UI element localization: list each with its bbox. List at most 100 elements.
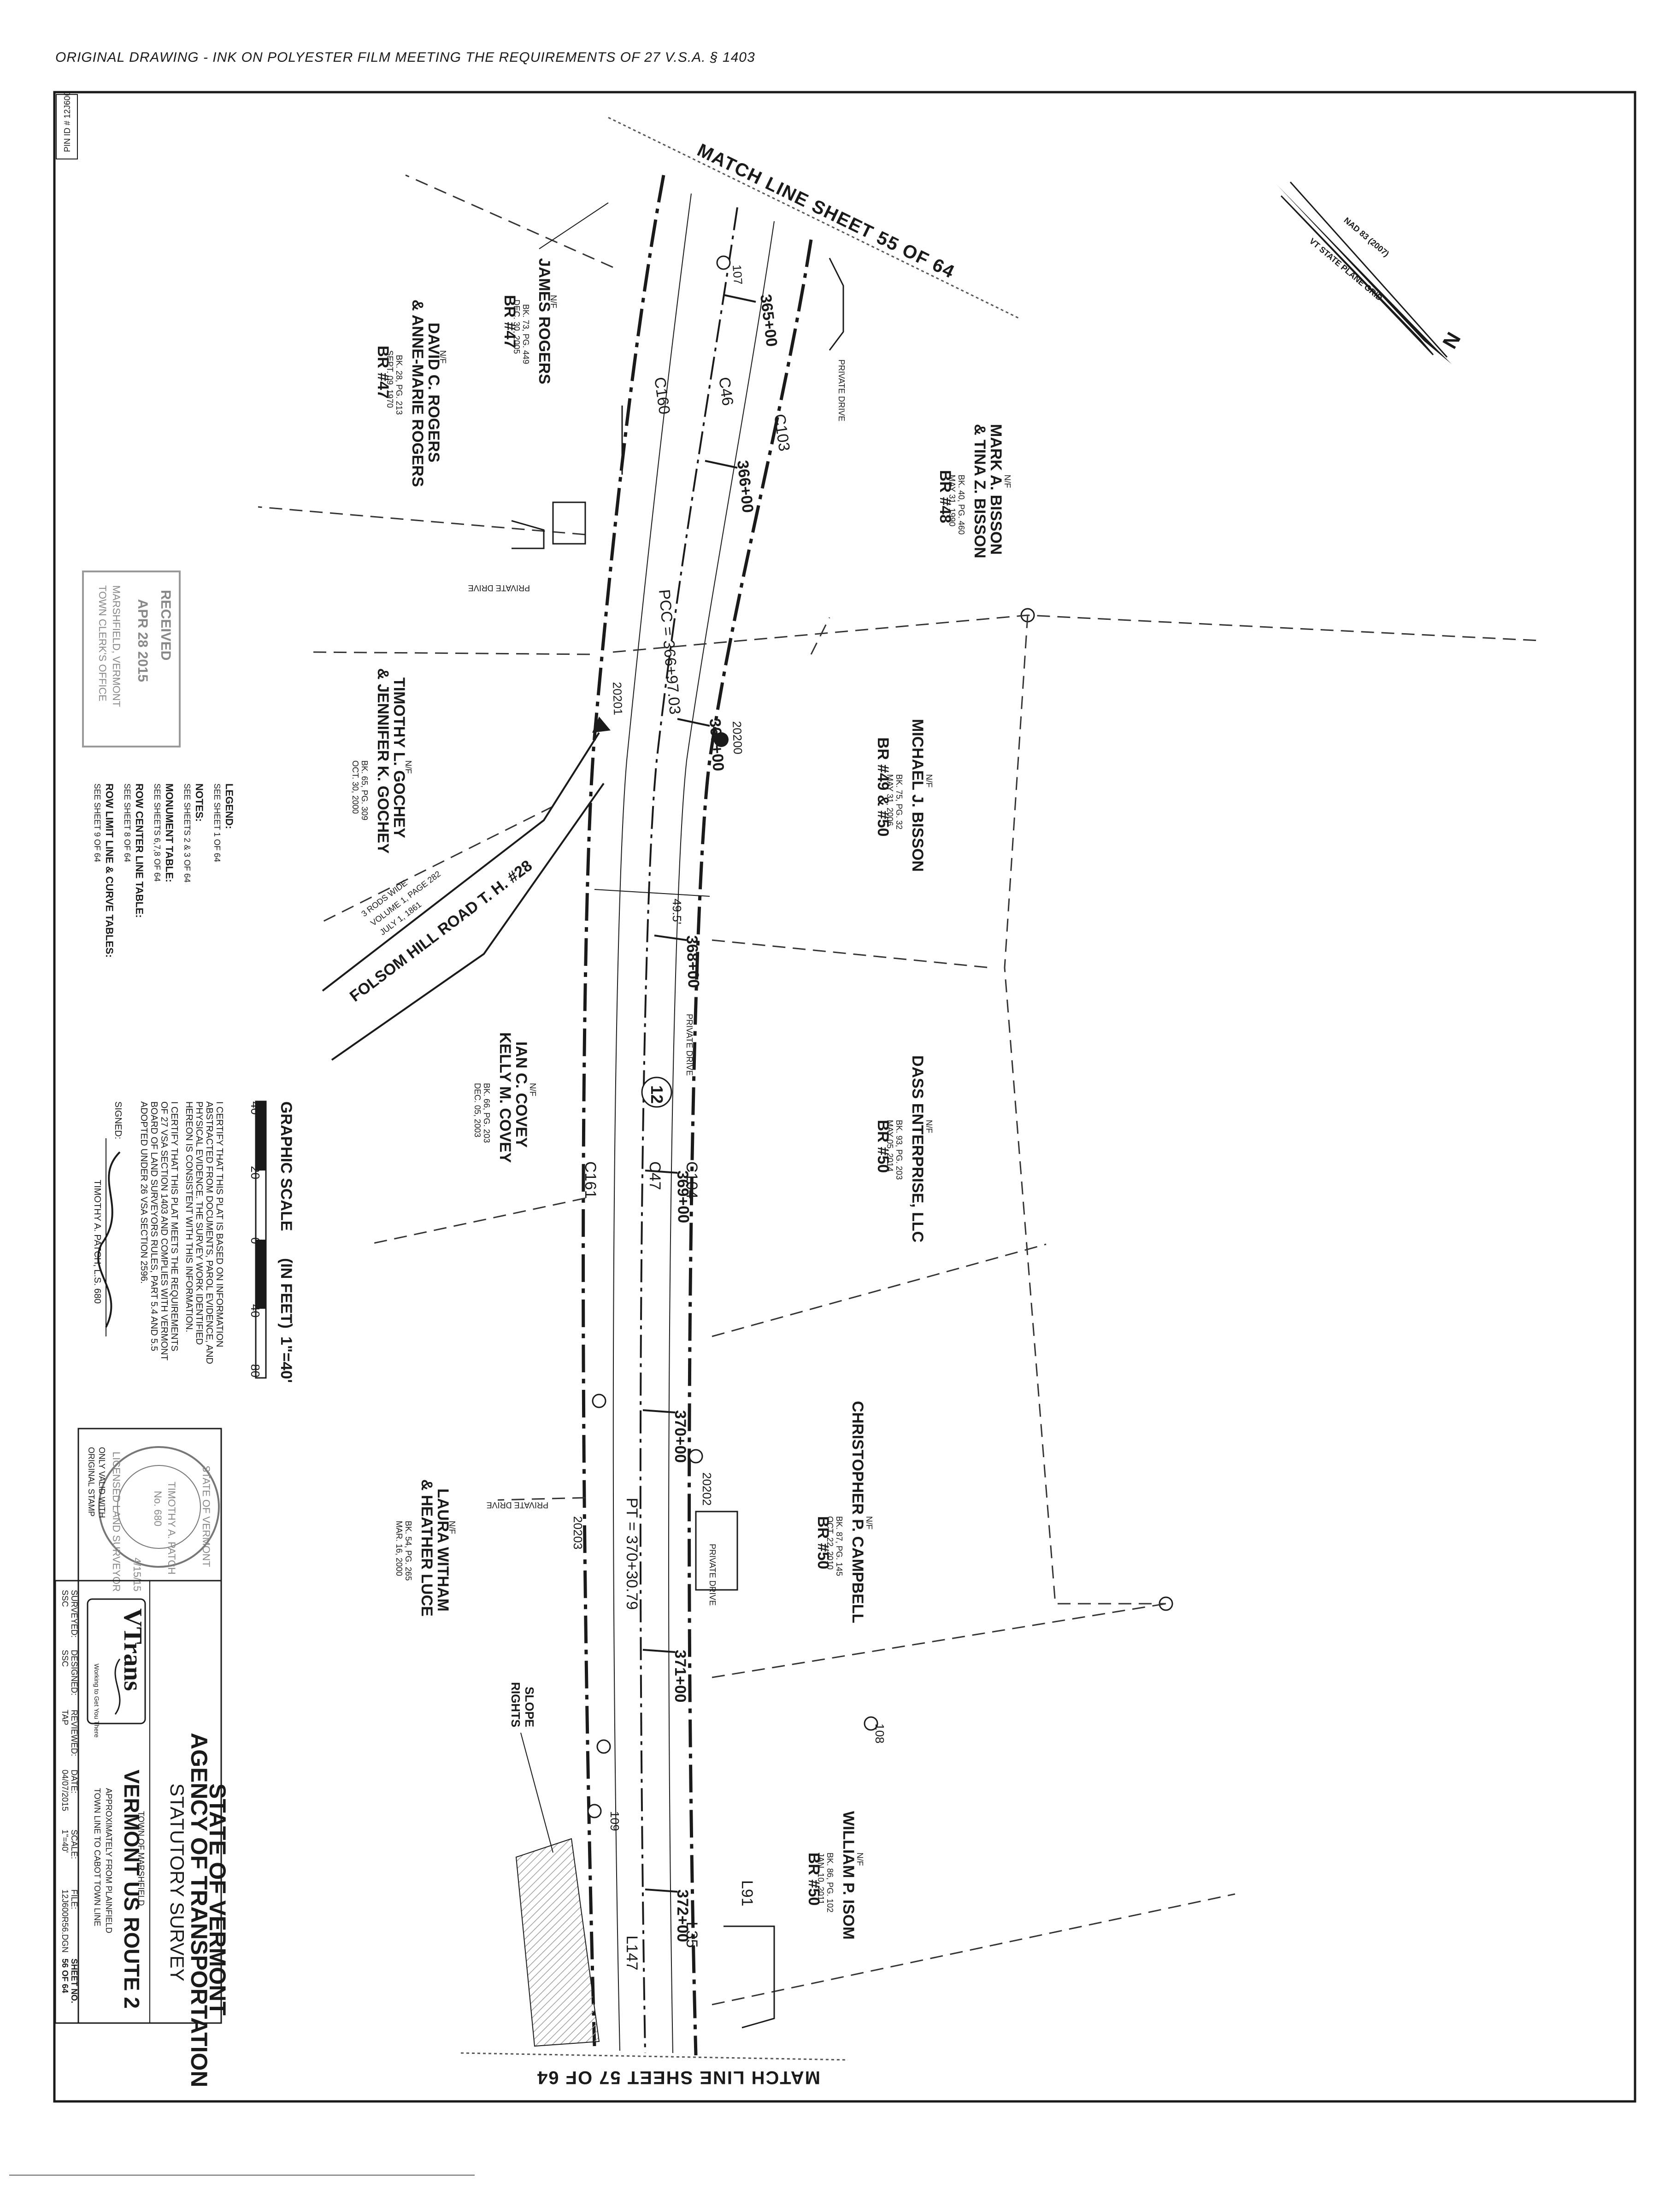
private-drive-2: PRIVATE DRIVE [837, 359, 846, 421]
svg-text:SEPT. 09, 1970: SEPT. 09, 1970 [385, 350, 394, 408]
svg-text:N/F: N/F [1003, 475, 1012, 488]
svg-text:& JENNIFER K. GOCHEY: & JENNIFER K. GOCHEY [374, 668, 392, 854]
station-368: 368+00 [683, 935, 702, 988]
svg-text:& TINA Z. BISSON: & TINA Z. BISSON [971, 424, 988, 559]
private-drive-1: PRIVATE DRIVE [468, 583, 530, 593]
svg-text:AGENCY OF TRANSPORTATION: AGENCY OF TRANSPORTATION [186, 1733, 212, 2087]
svg-text:ADOPTED UNDER 26 VSA SECTION 2: ADOPTED UNDER 26 VSA SECTION 2596. [139, 1101, 149, 1284]
svg-text:BR #47: BR #47 [374, 346, 392, 399]
svg-text:STATE OF VERMONT: STATE OF VERMONT [205, 1783, 230, 2016]
svg-text:& HEATHER LUCE: & HEATHER LUCE [418, 1479, 435, 1617]
private-drive-3: PRIVATE DRIVE [685, 1014, 694, 1076]
svg-text:0: 0 [248, 1237, 262, 1244]
svg-text:BK. 40, PG. 460: BK. 40, PG. 460 [957, 475, 966, 535]
svg-text:40: 40 [248, 1101, 262, 1115]
slope-rights-leader [520, 1732, 553, 1853]
svg-text:SCALE:: SCALE: [70, 1830, 79, 1859]
match-line-top [608, 117, 1019, 319]
svg-text:APPROXIMATELY FROM PLAINFIELD: APPROXIMATELY FROM PLAINFIELD [104, 1788, 113, 1933]
pin-box [56, 94, 78, 159]
svg-text:SURVEYED:: SURVEYED: [70, 1590, 79, 1638]
svg-text:BR #50: BR #50 [874, 1120, 892, 1173]
svg-text:IAN C. COVEY: IAN C. COVEY [512, 1041, 530, 1148]
monument-20201-triangle [592, 717, 611, 733]
svg-text:TOWN OF MARSHFIELD: TOWN OF MARSHFIELD [136, 1811, 146, 1906]
svg-text:BK. 87, PG. 145: BK. 87, PG. 145 [835, 1516, 844, 1576]
svg-text:TOWN LINE TO CABOT TOWN LINE: TOWN LINE TO CABOT TOWN LINE [93, 1788, 102, 1926]
svg-text:BK. 54, PG. 265: BK. 54, PG. 265 [404, 1521, 413, 1581]
station-366: 366+00 [734, 459, 757, 514]
svg-text:80: 80 [248, 1364, 262, 1377]
header-note: ORIGINAL DRAWING - INK ON POLYESTER FILM… [55, 50, 755, 65]
svg-text:N/F: N/F [865, 1516, 874, 1530]
station-371: 371+00 [671, 1650, 689, 1702]
svg-text:HEREON IS CONSISTENT WITH THIS: HEREON IS CONSISTENT WITH THIS INFORMATI… [184, 1101, 194, 1332]
owner-mark-bisson: N/F MARK A. BISSON & TINA Z. BISSON BK. … [936, 424, 1012, 559]
svg-text:STATE OF VERMONT: STATE OF VERMONT [200, 1465, 212, 1567]
svg-text:MAY 05, 2014: MAY 05, 2014 [885, 1120, 894, 1171]
folsom-hill-road [322, 732, 605, 1061]
svg-text:MARSHFIELD, VERMONT: MARSHFIELD, VERMONT [111, 585, 122, 707]
station-365: 365+00 [757, 293, 781, 347]
monument-20202: 20202 [700, 1472, 714, 1506]
monument-20200-filled [714, 732, 729, 747]
svg-text:PHYSICAL EVIDENCE. THE SURVEY: PHYSICAL EVIDENCE. THE SURVEY WORK IDENT… [194, 1101, 204, 1345]
owner-michael-bisson: N/F MICHAEL J. BISSON BK. 75, PG. 32 MAY… [874, 719, 934, 872]
owner-james-leader [539, 202, 609, 249]
svg-text:SEE SHEET 9 OF 64: SEE SHEET 9 OF 64 [93, 783, 102, 862]
svg-text:SEE SHEET 1 OF 64: SEE SHEET 1 OF 64 [212, 783, 222, 862]
svg-text:SEE SHEETS 6,7,8 OF 64: SEE SHEETS 6,7,8 OF 64 [153, 783, 162, 882]
svg-text:& ANNE-MARIE ROGERS: & ANNE-MARIE ROGERS [409, 300, 426, 487]
svg-text:BOARD OF LAND SURVEYORS RULES,: BOARD OF LAND SURVEYORS RULES, PART 5.4 … [149, 1101, 159, 1351]
svg-text:OCT. 22, 2010: OCT. 22, 2010 [825, 1516, 835, 1570]
svg-text:SEE SHEETS 2 & 3 OF 64: SEE SHEETS 2 & 3 OF 64 [182, 783, 192, 882]
owner-laura-witham: N/F LAURA WITHAM & HEATHER LUCE BK. 54, … [394, 1479, 457, 1617]
north-label: N [1438, 329, 1465, 353]
svg-text:N/F: N/F [549, 295, 558, 308]
svg-text:4/15/15: 4/15/15 [131, 1558, 143, 1591]
owner-christopher-campbell: N/F CHRISTOPHER P. CAMPBELL BK. 87, PG. … [814, 1401, 874, 1623]
match-line-bottom [460, 2052, 848, 2061]
slope-rights-line2: RIGHTS [509, 1682, 523, 1727]
station-369: 369+00 [674, 1170, 692, 1223]
svg-text:40: 40 [248, 1304, 262, 1318]
svg-text:BR #47: BR #47 [501, 295, 518, 348]
point-108: 108 [873, 1724, 887, 1743]
svg-text:SSC: SSC [60, 1650, 70, 1667]
svg-text:MAY 31, 1990: MAY 31, 1990 [947, 475, 957, 526]
svg-text:GRAPHIC SCALE: GRAPHIC SCALE [277, 1101, 295, 1231]
svg-text:DASS ENTERPRISE, LLC: DASS ENTERPRISE, LLC [909, 1055, 926, 1242]
svg-text:BK. 65, PG. 309: BK. 65, PG. 309 [360, 760, 369, 820]
svg-text:1"=40': 1"=40' [277, 1336, 295, 1383]
svg-text:ROW CENTER LINE TABLE:: ROW CENTER LINE TABLE: [134, 783, 145, 918]
received-stamp: RECEIVED APR 28 2015 MARSHFIELD, VERMONT… [82, 571, 181, 747]
match-line-top-label: MATCH LINE SHEET 55 OF 64 [694, 140, 958, 283]
svg-text:N/F: N/F [924, 774, 934, 788]
svg-text:DAVID C. ROGERS: DAVID C. ROGERS [425, 323, 442, 463]
center-line [639, 207, 738, 2053]
monument-20201: 20201 [610, 682, 625, 715]
point-109: 109 [608, 1811, 622, 1831]
svg-text:OF 27 VSA SECTION 1403 AND COM: OF 27 VSA SECTION 1403 AND COMPLIES WITH… [159, 1101, 169, 1360]
legend: LEGEND: SEE SHEET 1 OF 64 NOTES: SEE SHE… [93, 783, 235, 958]
title-block: STATE OF VERMONT AGENCY OF TRANSPORTATIO… [77, 1580, 230, 2087]
slope-rights-line1: SLOPE [523, 1687, 536, 1727]
svg-text:VTrans: VTrans [118, 1608, 147, 1691]
svg-text:I CERTIFY THAT THIS PLAT IS BA: I CERTIFY THAT THIS PLAT IS BASED ON INF… [214, 1101, 224, 1347]
svg-text:OCT. 30, 2000: OCT. 30, 2000 [351, 760, 360, 814]
station-ticks [642, 294, 756, 1893]
svg-text:TIMOTHY A. PATCH: TIMOTHY A. PATCH [166, 1482, 177, 1575]
svg-text:BR #49 & #50: BR #49 & #50 [874, 737, 892, 836]
monument-20203: 20203 [571, 1516, 585, 1549]
svg-text:ABSTRACTED FROM DOCUMENTS, PAR: ABSTRACTED FROM DOCUMENTS, PAROL EVIDENC… [204, 1101, 214, 1364]
svg-text:SEE SHEET 8 OF 64: SEE SHEET 8 OF 64 [123, 783, 132, 862]
drive-sketches [511, 258, 844, 2029]
route-shield-label: 12 [647, 1085, 666, 1104]
svg-text:DATE:: DATE: [70, 1770, 79, 1794]
private-drive-4: PRIVATE DRIVE [487, 1500, 548, 1510]
line-l147: L147 [623, 1936, 641, 1971]
side-info-block: SURVEYED: SSC DESIGNED: SSC REVIEWED: TA… [54, 1580, 79, 2024]
svg-text:BR #48: BR #48 [936, 470, 954, 523]
curve-c46: C46 [715, 376, 736, 407]
